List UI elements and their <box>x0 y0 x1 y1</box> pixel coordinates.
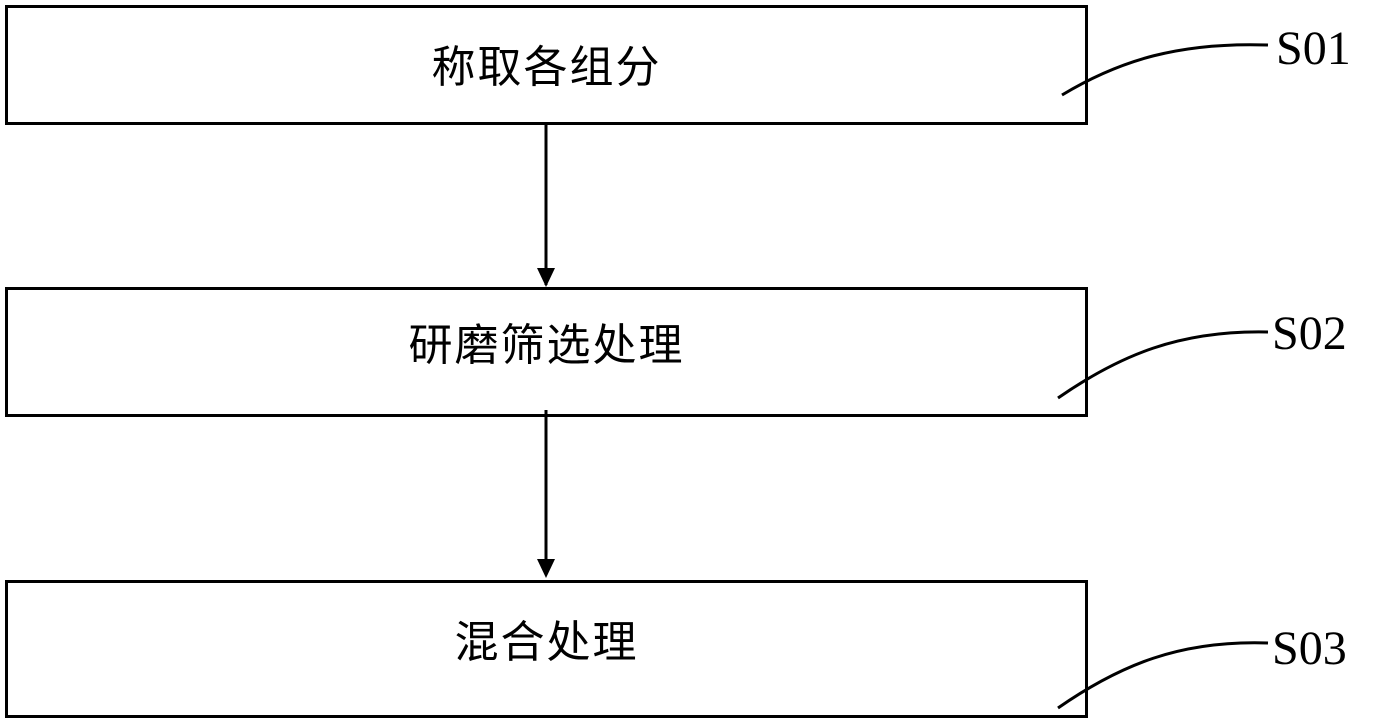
step-text-s03: 混合处理 <box>454 617 639 668</box>
leader-line-s02 <box>1057 330 1269 400</box>
leader-line-s01 <box>1061 43 1269 97</box>
leader-line-s03 <box>1057 641 1269 710</box>
step-box-s01: 称取各组分 <box>5 5 1088 125</box>
step-label-s03: S03 <box>1272 622 1347 675</box>
step-box-s03: 混合处理 <box>5 580 1088 718</box>
step-text-s02: 研磨筛选处理 <box>408 320 685 371</box>
step-text-s01: 称取各组分 <box>431 42 662 93</box>
arrowhead-s03 <box>537 559 555 578</box>
arrowhead-s02 <box>537 268 555 287</box>
step-label-s01: S01 <box>1276 22 1351 75</box>
step-box-s02: 研磨筛选处理 <box>5 287 1088 417</box>
step-label-s02: S02 <box>1272 307 1347 360</box>
